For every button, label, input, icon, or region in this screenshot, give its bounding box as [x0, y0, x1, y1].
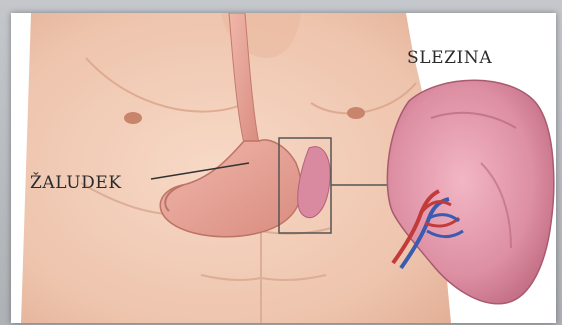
illustration-panel: SLEZINA ŽALUDEK — [11, 13, 556, 323]
spleen-label: SLEZINA — [407, 48, 492, 68]
nipple-left — [124, 112, 142, 124]
nipple-right — [347, 107, 365, 119]
stomach-label: ŽALUDEK — [30, 173, 122, 193]
